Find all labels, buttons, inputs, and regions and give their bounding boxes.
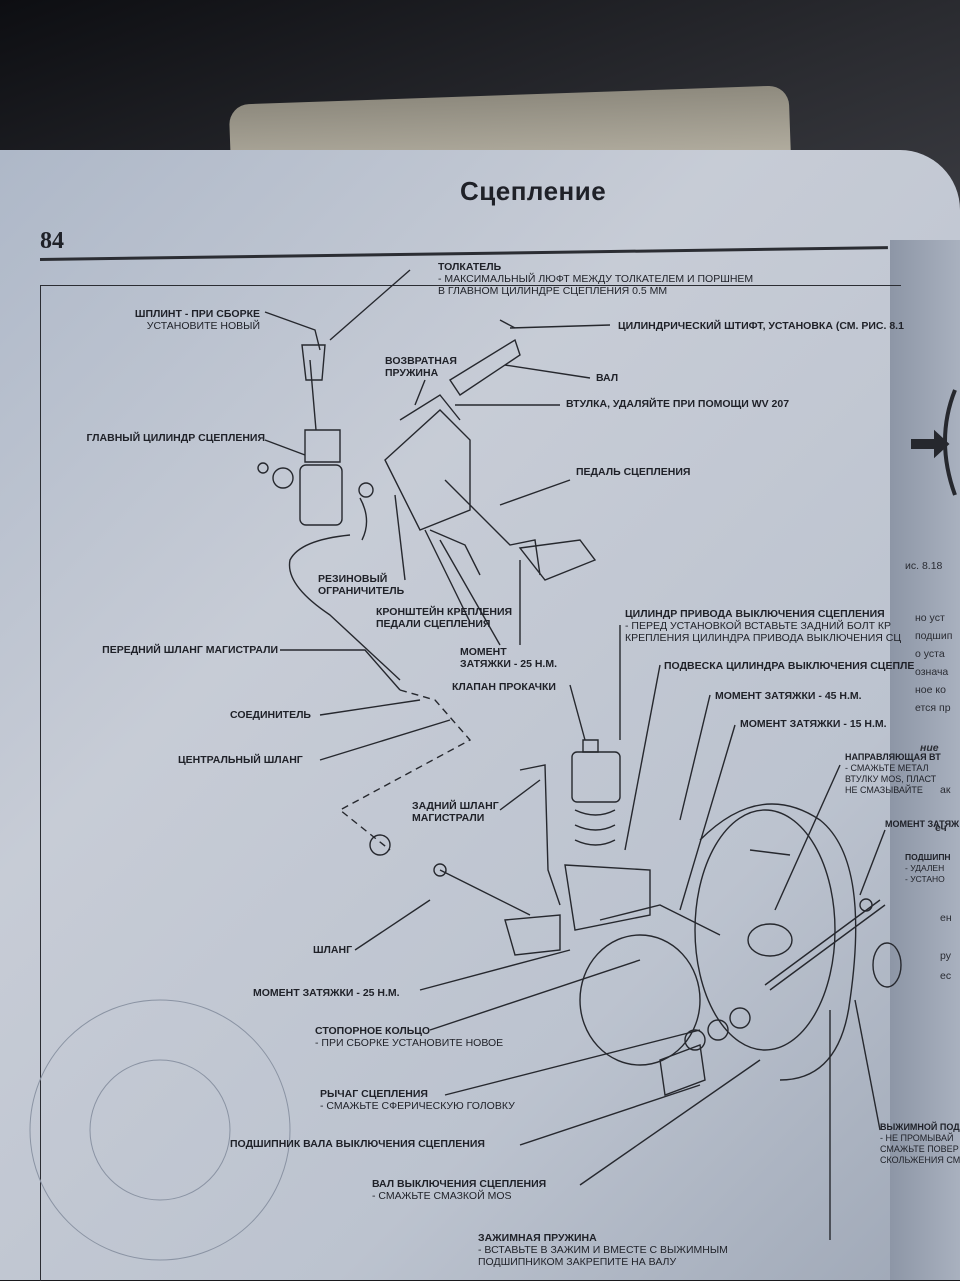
facing-fragment: ес xyxy=(940,970,952,982)
label-torque-15: МОМЕНТ ЗАТЯЖКИ - 15 Н.М. xyxy=(740,718,887,730)
facing-fragment: но уст xyxy=(915,612,945,624)
label-hose: ШЛАНГ xyxy=(313,944,353,956)
label-bearing-right: ПОДШИПН - УДАЛЕН - УСТАНО xyxy=(905,852,951,884)
label-release-shaft: ВАЛ ВЫКЛЮЧЕНИЯ СЦЕПЛЕНИЯ - СМАЖЬТЕ СМАЗК… xyxy=(372,1178,547,1202)
label-retaining-ring: СТОПОРНОЕ КОЛЬЦО - ПРИ СБОРКЕ УСТАНОВИТЕ… xyxy=(315,1025,504,1049)
label-shaft-bearing: ПОДШИПНИК ВАЛА ВЫКЛЮЧЕНИЯ СЦЕПЛЕНИЯ xyxy=(230,1138,485,1150)
label-master-cylinder: ГЛАВНЫЙ ЦИЛИНДР СЦЕПЛЕНИЯ xyxy=(86,432,265,444)
facing-fragment: ется пр xyxy=(915,702,951,714)
facing-fragment: еч xyxy=(935,822,947,834)
label-pedal-bracket: КРОНШТЕЙН КРЕПЛЕНИЯ ПЕДАЛИ СЦЕПЛЕНИЯ xyxy=(376,606,513,630)
facing-fragment: ру xyxy=(940,950,951,962)
label-pin: ЦИЛИНДРИЧЕСКИЙ ШТИФТ, УСТАНОВКА (СМ. РИС… xyxy=(618,320,904,332)
label-connector: СОЕДИНИТЕЛЬ xyxy=(230,709,311,721)
facing-fragment: подшип xyxy=(915,630,953,642)
label-release-bearing: ВЫЖИМНОЙ ПОДШ - НЕ ПРОМЫВАЙ СМАЖЬТЕ ПОВЕ… xyxy=(880,1122,960,1165)
label-clutch-lever: РЫЧАГ СЦЕПЛЕНИЯ - СМАЖЬТЕ СФЕРИЧЕСКУЮ ГО… xyxy=(320,1088,515,1112)
label-bleed-valve: КЛАПАН ПРОКАЧКИ xyxy=(452,681,556,693)
figure-frame xyxy=(40,285,901,1281)
label-torque-right: МОМЕНТ ЗАТЯЖ xyxy=(885,819,960,829)
facing-fragment: ное ко xyxy=(915,684,946,696)
label-rubber-stop: РЕЗИНОВЫЙ ОГРАНИЧИТЕЛЬ xyxy=(318,573,405,597)
label-return-spring: ВОЗВРАТНАЯ ПРУЖИНА xyxy=(385,355,457,379)
label-slave-cylinder: ЦИЛИНДР ПРИВОДА ВЫКЛЮЧЕНИЯ СЦЕПЛЕНИЯ - П… xyxy=(625,608,902,644)
facing-fragment: ние xyxy=(920,742,939,754)
label-bushing: ВТУЛКА, УДАЛЯЙТЕ ПРИ ПОМОЩИ WV 207 xyxy=(566,398,790,410)
label-torque-45: МОМЕНТ ЗАТЯЖКИ - 45 Н.М. xyxy=(715,690,862,702)
facing-fragment: ак xyxy=(940,784,951,796)
label-cotter-pin: ШПЛИНТ - ПРИ СБОРКЕ УСТАНОВИТЕ НОВЫЙ xyxy=(134,308,260,332)
facing-fragment: означа xyxy=(915,666,949,678)
label-pushrod: ТОЛКАТЕЛЬ - МАКСИМАЛЬНЫЙ ЛЮФТ МЕЖДУ ТОЛК… xyxy=(438,261,754,297)
page-title: Сцепление xyxy=(460,176,607,206)
label-shaft: ВАЛ xyxy=(596,372,619,384)
label-cylinder-mount: ПОДВЕСКА ЦИЛИНДРА ВЫКЛЮЧЕНИЯ СЦЕПЛЕ xyxy=(664,660,915,672)
label-torque-25-bottom: МОМЕНТ ЗАТЯЖКИ - 25 Н.М. xyxy=(253,987,400,999)
label-torque-25-top: МОМЕНТ ЗАТЯЖКИ - 25 Н.М. xyxy=(460,646,557,670)
facing-fragment: ен xyxy=(940,912,952,924)
label-front-hose: ПЕРЕДНИЙ ШЛАНГ МАГИСТРАЛИ xyxy=(102,644,278,656)
label-central-hose: ЦЕНТРАЛЬНЫЙ ШЛАНГ xyxy=(178,754,303,766)
book-page xyxy=(0,150,960,1280)
page-number: 84 xyxy=(40,228,64,254)
label-clutch-pedal: ПЕДАЛЬ СЦЕПЛЕНИЯ xyxy=(576,466,691,478)
label-guide-sleeve: НАПРАВЛЯЮЩАЯ ВТ - СМАЖЬТЕ МЕТАЛ ВТУЛКУ M… xyxy=(845,752,941,795)
facing-fragment: о уста xyxy=(915,648,945,660)
facing-fragment: ис. 8.18 xyxy=(905,560,943,572)
label-rear-hose: ЗАДНИЙ ШЛАНГ МАГИСТРАЛИ xyxy=(412,800,499,824)
label-clamp-spring: ЗАЖИМНАЯ ПРУЖИНА - ВСТАВЬТЕ В ЗАЖИМ И ВМ… xyxy=(478,1232,728,1268)
